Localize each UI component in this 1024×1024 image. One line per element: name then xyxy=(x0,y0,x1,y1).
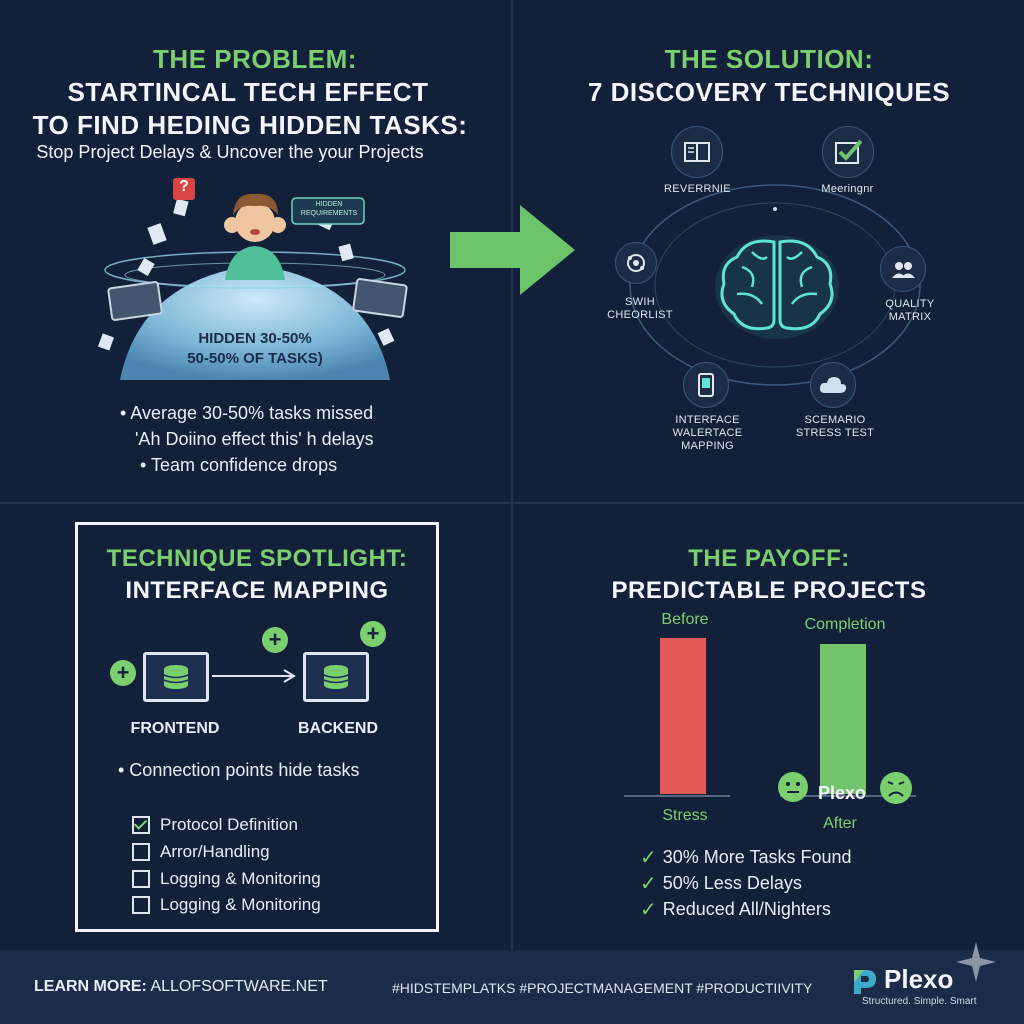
frontend-label: FRONTEND xyxy=(130,720,220,737)
brain-icon xyxy=(715,235,839,339)
technique-label: QUALITY MATRIX xyxy=(885,298,935,323)
before-after-bars xyxy=(624,638,916,797)
technique-label: REVERRNIE xyxy=(664,183,731,195)
vertical-divider xyxy=(511,0,513,950)
unchecked-checkbox[interactable] xyxy=(132,896,150,914)
check-icon: ✓ xyxy=(640,847,657,869)
stress-label: Stress xyxy=(662,807,708,824)
add-icon[interactable]: + xyxy=(360,621,386,647)
checklist-item[interactable]: Protocol Definition xyxy=(132,815,298,835)
sad-face-icon xyxy=(880,772,912,804)
technique-label: INTERFACE WALERTACE MAPPING xyxy=(672,414,743,452)
sparkle-icon xyxy=(956,942,996,982)
spotlight-box xyxy=(75,522,439,932)
iceberg-label-line1: HIDDEN 30-50% xyxy=(198,330,312,347)
learn-more[interactable]: LEARN MORE: ALLOFSOFTWARE.NET xyxy=(34,978,328,996)
problem-subtitle: Stop Project Delays & Uncover the your P… xyxy=(36,142,424,162)
checklist-label: Logging & Monitoring xyxy=(160,895,321,914)
solution-title: THE SOLUTION: xyxy=(664,44,874,74)
checkmark-icon xyxy=(835,139,862,164)
solution-headline: 7 DISCOVERY TECHNIQUES xyxy=(587,77,951,107)
add-icon[interactable]: + xyxy=(110,660,136,686)
arrow-right-icon xyxy=(450,205,575,295)
hashtags: #HIDSTEMPLATKS #PROJECTMANAGEMENT #PRODU… xyxy=(392,980,813,996)
technique-node-reverse[interactable] xyxy=(671,126,723,178)
add-icon[interactable]: + xyxy=(262,627,288,653)
check-icon: ✓ xyxy=(640,873,657,895)
problem-title: THE PROBLEM: xyxy=(153,44,357,74)
payoff-headline: PREDICTABLE PROJECTS xyxy=(611,577,927,604)
mobile-icon xyxy=(698,373,714,397)
problem-bullet: • Average 30-50% tasks missed xyxy=(120,403,374,423)
problem-bullet: 'Ah Doiino effect this' h delays xyxy=(135,429,374,449)
checked-checkbox[interactable] xyxy=(132,816,150,834)
before-label: Before xyxy=(661,611,709,628)
problem-headline-line2: TO FIND HEDING HIDDEN TASKS: xyxy=(32,110,468,140)
horizontal-divider xyxy=(0,502,1024,504)
checklist-label: Arror/Handling xyxy=(160,842,270,861)
people-icon xyxy=(892,262,915,278)
result-text: Reduced All/Nighters xyxy=(662,899,831,919)
backend-database-icon xyxy=(303,652,369,702)
checklist-label: Logging & Monitoring xyxy=(160,869,321,888)
technique-node-interface[interactable] xyxy=(683,362,729,408)
backend-label: BACKEND xyxy=(298,720,378,737)
learn-more-label: LEARN MORE: xyxy=(34,978,147,995)
technique-node-quality[interactable] xyxy=(880,246,926,292)
after-bar xyxy=(820,644,866,794)
plexo-logo-icon xyxy=(854,970,876,994)
speech-bubble-text: HIDDEN REQUIREMENTS xyxy=(300,201,358,217)
payoff-brand-label: Plexo xyxy=(818,783,867,803)
payoff-title: THE PAYOFF: xyxy=(688,545,850,572)
footer: LEARN MORE: ALLOFSOFTWARE.NET #HIDSTEMPL… xyxy=(0,942,1024,1024)
book-icon xyxy=(684,142,710,162)
checklist-item[interactable]: Arror/Handling xyxy=(132,842,270,862)
frontend-database-icon xyxy=(143,652,209,702)
spotlight-headline: INTERFACE MAPPING xyxy=(125,577,389,604)
cloud-icon xyxy=(819,377,847,393)
problem-bullets: • Average 30-50% tasks missed 'Ah Doiino… xyxy=(120,400,480,478)
technique-label: Meeringnr xyxy=(821,183,874,195)
spotlight-bullet: • Connection points hide tasks xyxy=(118,760,360,780)
result-text: 30% More Tasks Found xyxy=(662,847,852,867)
network-icon xyxy=(627,254,645,272)
problem-bullet: • Team confidence drops xyxy=(140,455,338,475)
problem-headline-line1: STARTINCAL TECH EFFECT xyxy=(67,77,429,107)
completion-label: Completion xyxy=(804,616,886,633)
unchecked-checkbox[interactable] xyxy=(132,870,150,888)
result-item: ✓ 50% Less Delays xyxy=(640,871,802,896)
checklist-item[interactable]: Logging & Monitoring xyxy=(132,869,321,889)
technique-node-checklist[interactable] xyxy=(615,242,657,284)
technique-label: SWIH CHEORLIST xyxy=(607,296,673,321)
technique-node-scenario[interactable] xyxy=(810,362,856,408)
after-label: After xyxy=(823,815,857,832)
unchecked-checkbox[interactable] xyxy=(132,843,150,861)
iceberg-label-line2: 50-50% OF TASKS) xyxy=(187,350,323,367)
result-item: ✓ Reduced All/Nighters xyxy=(640,897,831,922)
arrow-icon xyxy=(212,669,296,683)
before-bar xyxy=(660,638,706,794)
brand-tagline: Structured. Simple. Smart xyxy=(862,996,977,1007)
technique-label: SCEMARIO STRESS TEST xyxy=(795,414,875,439)
spotlight-title: TECHNIQUE SPOTLIGHT: xyxy=(106,545,408,572)
stressed-person-illustration xyxy=(97,178,408,380)
brand-name: Plexo xyxy=(884,964,954,994)
result-item: ✓ 30% More Tasks Found xyxy=(640,845,852,870)
result-text: 50% Less Delays xyxy=(662,873,802,893)
checklist-item[interactable]: Logging & Monitoring xyxy=(132,895,321,915)
question-mark-badge: ? xyxy=(179,178,189,195)
check-icon: ✓ xyxy=(640,899,657,921)
checklist-label: Protocol Definition xyxy=(160,815,298,834)
learn-more-link[interactable]: ALLOFSOFTWARE.NET xyxy=(150,978,328,995)
technique-node-meeting[interactable] xyxy=(822,126,874,178)
neutral-face-icon xyxy=(778,772,808,802)
